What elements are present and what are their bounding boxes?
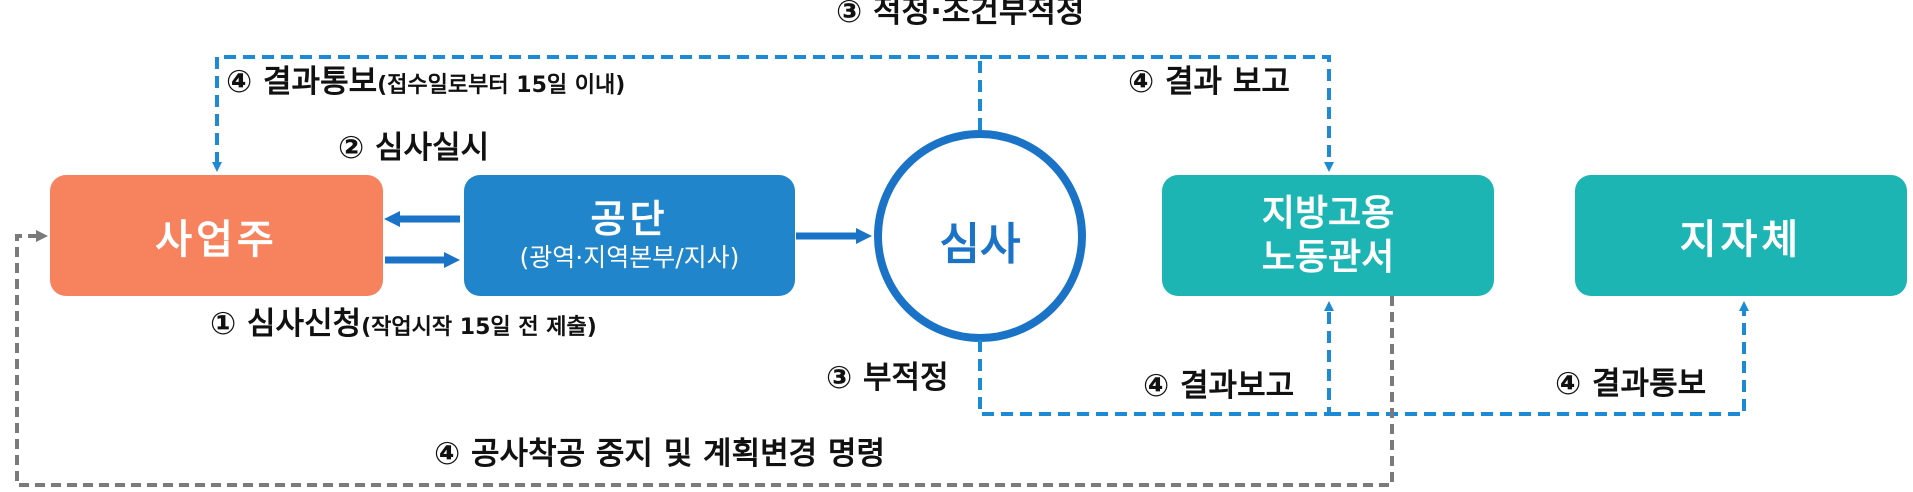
owner-label: 사업주	[155, 216, 278, 263]
dashed-bottom-to-local	[1329, 301, 1749, 416]
agency-box: 공단 (광역·지역본부/지사)	[464, 175, 795, 296]
agency-label: 공단	[590, 196, 669, 241]
labor-office-line2: 노동관서	[1261, 236, 1395, 278]
label-result-notice-main: ④ 결과통보	[226, 64, 378, 100]
local-gov-box: 지자체	[1575, 175, 1907, 296]
agency-sublabel: (광역·지역본부/지사)	[519, 242, 740, 272]
label-result-report-top: ④ 결과 보고	[1128, 64, 1290, 100]
label-unsuitable: ③ 부적정	[826, 360, 949, 396]
label-result-notice-sub: (접수일로부터 15일 이내)	[377, 73, 626, 98]
local-gov-label: 지자체	[1679, 216, 1803, 263]
label-review-apply: ① 심사신청(작업시작 15일 전 제출)	[210, 306, 597, 346]
review-label: 심사	[939, 219, 1021, 270]
label-review-apply-main: ① 심사신청	[210, 306, 362, 342]
label-suitable: ③ 적정·조건부적정	[836, 0, 1085, 30]
review-circle	[874, 130, 1086, 342]
label-review-conduct: ② 심사실시	[338, 130, 490, 166]
label-result-notice-local: ④ 결과통보	[1555, 366, 1707, 402]
label-review-apply-sub: (작업시작 15일 전 제출)	[361, 315, 597, 340]
label-result-report-bottom: ④ 결과보고	[1143, 368, 1295, 404]
labor-office-line1: 지방고용	[1261, 192, 1395, 234]
labor-office-box: 지방고용 노동관서	[1162, 175, 1494, 296]
dashed-top-to-office	[980, 55, 1334, 172]
label-stop-order: ④ 공사착공 중지 및 계획변경 명령	[434, 436, 885, 472]
owner-box: 사업주	[50, 175, 383, 296]
dashed-bottom-to-office	[978, 301, 1334, 416]
label-result-notice: ④ 결과통보(접수일로부터 15일 이내)	[226, 64, 625, 104]
